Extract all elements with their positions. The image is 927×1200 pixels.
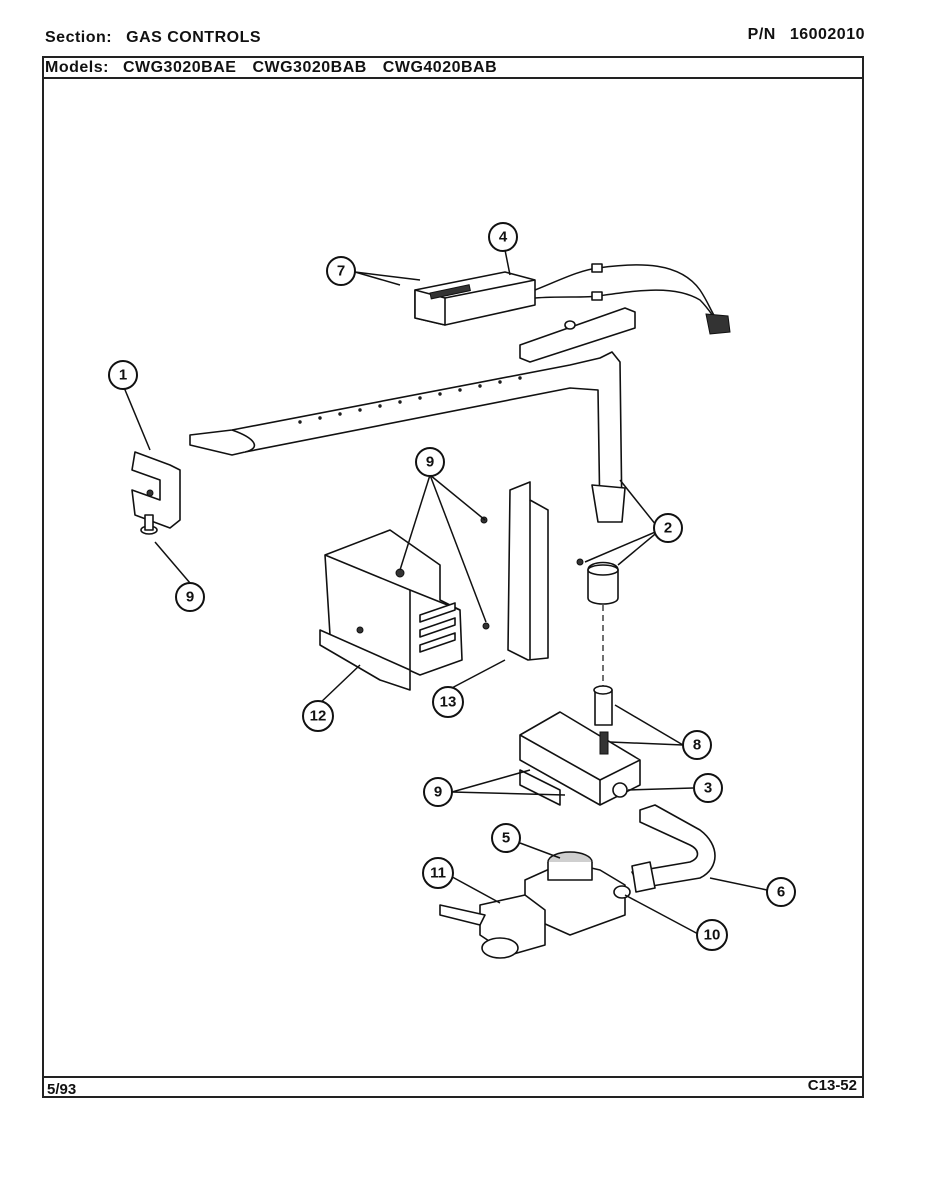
- svg-text:11: 11: [430, 865, 446, 882]
- svg-text:6: 6: [777, 884, 785, 901]
- mounting-clip: [131, 451, 181, 529]
- section-value: GAS CONTROLS: [126, 29, 262, 46]
- model-number: CWG4020BAB: [382, 59, 498, 76]
- svg-text:4: 4: [499, 229, 508, 246]
- header-rule: [42, 77, 864, 79]
- callout-13: 13: [432, 686, 464, 718]
- svg-text:12: 12: [310, 708, 327, 725]
- callout-2: 2: [653, 513, 683, 543]
- svg-text:8: 8: [693, 737, 701, 754]
- screw: [140, 514, 158, 535]
- igniter-bracket: [519, 307, 636, 363]
- svg-text:9: 9: [434, 784, 442, 801]
- callout-3: 3: [693, 773, 723, 803]
- safety-valve: [519, 685, 641, 806]
- part-number: P/N 16002010: [748, 26, 865, 44]
- svg-text:2: 2: [664, 520, 672, 537]
- burner-tube: [189, 351, 626, 523]
- svg-text:9: 9: [186, 589, 194, 606]
- svg-text:3: 3: [704, 780, 712, 797]
- control-cover: [319, 529, 463, 691]
- orifice-holder: [576, 558, 619, 605]
- callout-10: 10: [696, 919, 728, 951]
- gas-regulator: [439, 851, 631, 959]
- models-label: Models:: [45, 59, 109, 76]
- section-heading: Section: GAS CONTROLS: [45, 29, 261, 47]
- callout-9-clip: 9: [175, 582, 205, 612]
- callout-9-cover: 9: [415, 447, 445, 477]
- svg-text:7: 7: [337, 263, 345, 280]
- callout-11: 11: [422, 857, 454, 889]
- model-number: CWG3020BAB: [252, 59, 367, 76]
- revision-date: 5/93: [47, 1081, 77, 1098]
- svg-text:1: 1: [119, 367, 127, 384]
- section-label: Section:: [45, 29, 113, 46]
- models-line: Models: CWG3020BAE CWG3020BAB CWG4020BAB: [45, 59, 513, 77]
- callout-7: 7: [326, 256, 356, 286]
- svg-text:5: 5: [502, 830, 510, 847]
- callout-6: 6: [766, 877, 796, 907]
- page-reference: C13-52: [807, 1077, 857, 1094]
- callout-9-valve: 9: [423, 777, 453, 807]
- diagram-frame: [42, 56, 864, 1098]
- model-number: CWG3020BAE: [122, 59, 237, 76]
- svg-text:13: 13: [440, 694, 457, 711]
- partno-value: 16002010: [789, 26, 865, 43]
- svg-text:9: 9: [426, 454, 434, 471]
- callout-1: 1: [108, 360, 138, 390]
- callout-4: 4: [488, 222, 518, 252]
- footer-rule: [42, 1076, 864, 1078]
- partno-label: P/N: [747, 26, 776, 43]
- gas-supply-tube: [631, 804, 716, 893]
- callout-8: 8: [682, 730, 712, 760]
- igniter-assembly: [414, 263, 731, 335]
- vertical-bracket: [480, 481, 549, 661]
- callout-12: 12: [302, 700, 334, 732]
- callout-5: 5: [491, 823, 521, 853]
- leader-lines: [122, 249, 768, 936]
- svg-text:10: 10: [704, 927, 721, 944]
